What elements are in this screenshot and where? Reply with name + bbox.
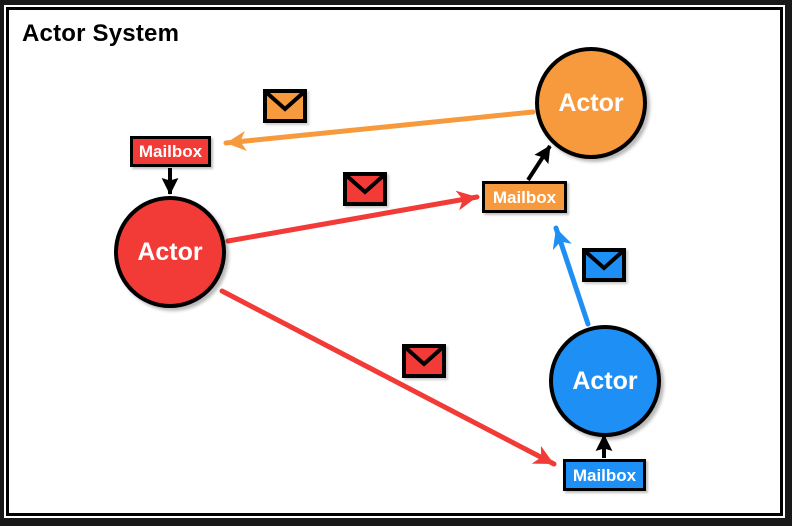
mailbox-node-blue: Mailbox (563, 459, 646, 491)
envelope-icon (402, 344, 446, 378)
mailbox-label: Mailbox (572, 465, 637, 485)
mailbox-node-orange: Mailbox (482, 181, 567, 213)
actor-node-red: Actor (114, 196, 226, 308)
mailbox-label: Mailbox (492, 187, 557, 207)
actor-label: Actor (572, 366, 638, 395)
arrow-orange-mailbox-to-orange-actor (526, 144, 552, 182)
actor-node-blue: Actor (549, 325, 661, 437)
envelope-icon (263, 89, 307, 123)
envelope-flap (345, 174, 385, 195)
arrow-red-actor-to-blue-mailbox (219, 288, 557, 467)
diagram-title: Actor System (22, 20, 180, 47)
actor-label: Actor (137, 237, 203, 266)
envelope-flap (584, 250, 624, 271)
envelope-icon (582, 248, 626, 282)
mailbox-label: Mailbox (138, 142, 203, 161)
envelope-flap (404, 346, 444, 367)
envelope-flap (265, 91, 305, 112)
envelope-icon (343, 172, 387, 206)
mailbox-node-red: Mailbox (130, 136, 211, 167)
actor-node-orange: Actor (535, 47, 647, 159)
actor-label: Actor (558, 88, 624, 117)
